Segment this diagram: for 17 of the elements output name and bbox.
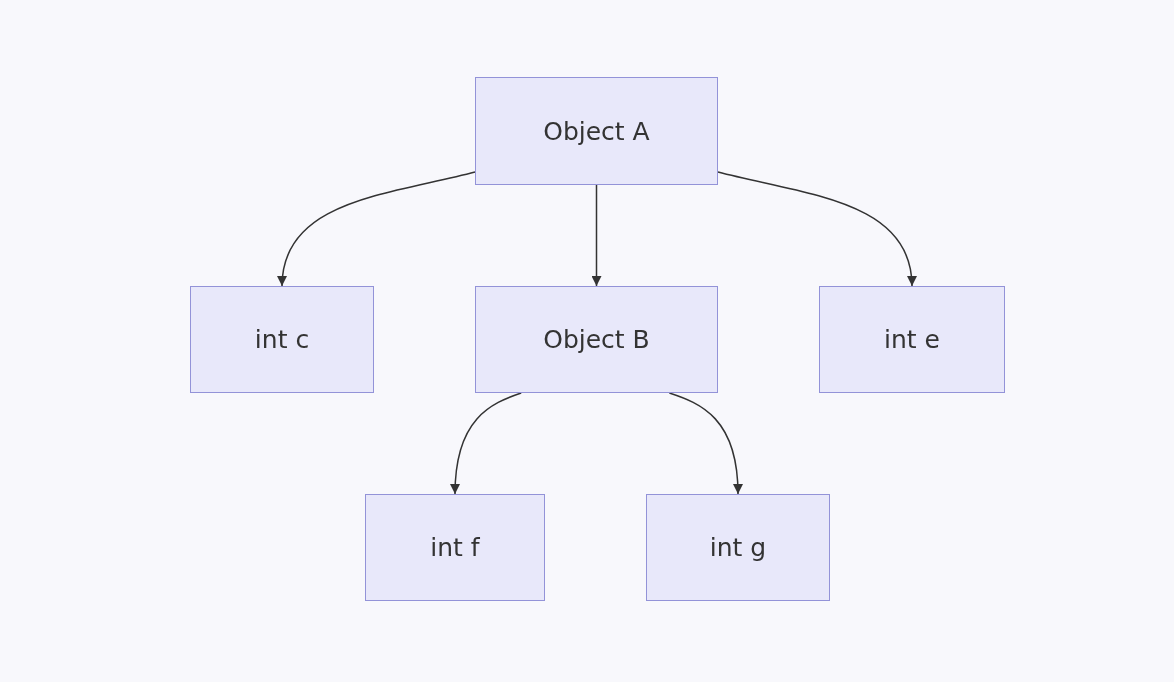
node-label: int f: [430, 533, 480, 562]
node-label: int g: [709, 533, 767, 562]
arrow: [717, 171, 916, 287]
arrow: [668, 392, 743, 495]
node-label: int c: [254, 325, 310, 354]
arrow: [450, 392, 522, 495]
process-box: [365, 494, 545, 601]
node-label: int e: [884, 325, 940, 354]
process-box: [190, 286, 374, 393]
node-label: Object B: [543, 325, 650, 354]
node-label: Object A: [543, 116, 650, 146]
process-box: [475, 286, 718, 393]
process-box: [475, 77, 718, 185]
arrow: [278, 171, 476, 287]
process-box: [819, 286, 1005, 393]
process-box: [646, 494, 830, 601]
arrow: [591, 184, 602, 287]
